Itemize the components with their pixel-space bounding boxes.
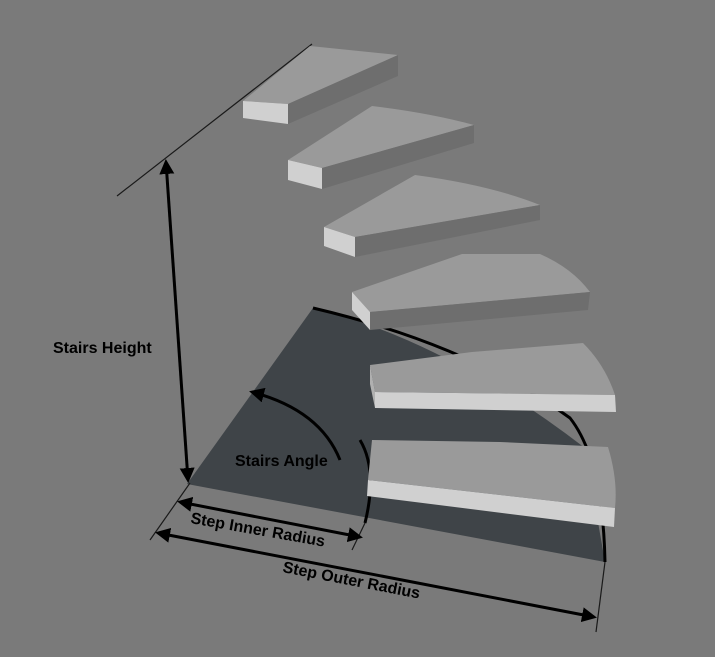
stairs-angle-arrow xyxy=(249,387,342,461)
step-2-front xyxy=(288,160,322,189)
stairs-height-arrow xyxy=(159,159,195,483)
step-3-top xyxy=(324,175,540,237)
step-5-front xyxy=(375,392,616,412)
step-1-top xyxy=(243,46,398,104)
step-1 xyxy=(243,46,398,124)
step-3-side xyxy=(355,205,540,257)
step-1-side xyxy=(288,55,398,124)
stairs-height-label: Stairs Height xyxy=(53,340,152,357)
stairs-angle-label: Stairs Angle xyxy=(235,453,328,470)
step-3 xyxy=(324,175,540,257)
step-2-top xyxy=(288,106,474,168)
step-2-side xyxy=(322,125,474,189)
step-1-front xyxy=(243,101,288,124)
step-5-side xyxy=(370,365,375,408)
step-4-side xyxy=(370,292,590,330)
step-5-top xyxy=(370,343,615,395)
step-4 xyxy=(352,254,590,330)
step-4-top xyxy=(352,254,590,312)
step-5 xyxy=(370,343,616,412)
step-6-top xyxy=(368,440,616,508)
step-outer-radius-label: Step Outer Radius xyxy=(281,559,421,602)
step-3-front xyxy=(324,227,355,257)
outer-radius-arrow xyxy=(155,527,597,623)
outer-radius-guide-line xyxy=(595,561,606,633)
step-4-front xyxy=(352,292,370,330)
base-guide-line xyxy=(149,482,191,541)
height-guide-line xyxy=(116,43,313,197)
step-6-front xyxy=(367,480,615,527)
step-6 xyxy=(367,440,616,527)
step-2 xyxy=(288,106,474,189)
